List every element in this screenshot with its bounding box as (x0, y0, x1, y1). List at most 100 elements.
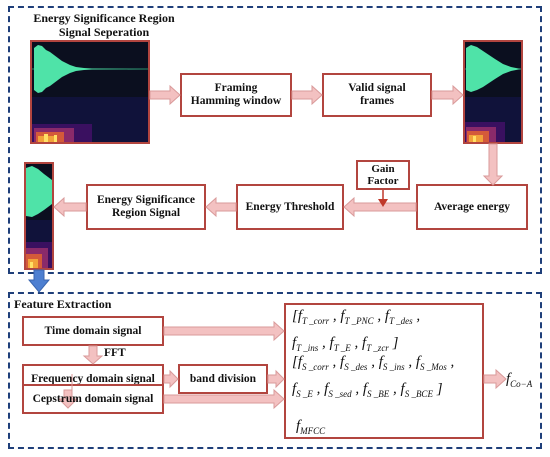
feature-separator: , (389, 381, 401, 397)
feature-separator: , (318, 335, 330, 351)
feature-symbol: [f (292, 308, 303, 324)
esr-signal-line2: Region Signal (111, 207, 181, 219)
feature-separator: , (373, 308, 385, 324)
frequency-features-line2: fS _E , fS _sed , fS _BE , fS _BCE ] (292, 378, 454, 405)
spectrogram-large (30, 40, 150, 144)
bottom-panel-title: Feature Extraction (14, 297, 112, 311)
spectrogram-medium-graphic (465, 42, 521, 142)
average-energy-label: Average energy (433, 200, 511, 213)
arrow-frequency-to-band (163, 369, 179, 389)
arrow-spec-to-framing (149, 84, 181, 106)
feature-separator: , (351, 381, 363, 397)
feature-subscript: S _E (296, 389, 313, 399)
frequency-features-line1: [fS _corr , fS _des , fS _ins , fS _Mos … (292, 351, 454, 378)
feature-subscript: T _E (333, 343, 351, 353)
feature-subscript: S _BE (367, 389, 390, 399)
arrow-time-to-features (163, 320, 285, 342)
framing-box: Framing Hamming window (180, 73, 292, 117)
time-domain-box: Time domain signal (22, 316, 164, 346)
arrow-esr-to-spec (53, 196, 87, 218)
feature-symbol: f (362, 381, 368, 397)
esr-separation-panel (8, 6, 542, 274)
framing-label-line2: Hamming window (190, 95, 282, 107)
arrow-average-to-threshold (343, 196, 417, 218)
frequency-domain-label: Frequency domain signal (31, 372, 155, 385)
feature-separator: , (329, 308, 341, 324)
output-feature: fCo−A (506, 368, 532, 395)
feature-separator: , (412, 308, 421, 324)
panel-connector-arrow (27, 269, 51, 293)
feature-subscript: T _zcr (366, 343, 389, 353)
feature-symbol: f (329, 335, 334, 351)
spectrogram-medium (463, 40, 523, 144)
average-energy-box: Average energy (416, 184, 528, 230)
band-division-label: band division (189, 372, 257, 385)
feature-subscript: T _des (389, 316, 413, 326)
time-features-line2: fT _ins , fT _E , fT _zcr ] (292, 332, 420, 359)
feature-subscript: T _PNC (344, 316, 374, 326)
cepstrum-domain-label: Cepstrum domain signal (32, 392, 154, 405)
spectrogram-large-graphic (32, 42, 148, 142)
arrow-spec-to-average (482, 143, 504, 186)
feature-separator: , (446, 354, 455, 370)
band-division-box: band division (178, 364, 268, 394)
feature-subscript: S _ins (382, 362, 405, 372)
time-domain-label: Time domain signal (44, 324, 142, 337)
feature-subscript: T _corr (302, 316, 330, 326)
feature-separator: ] (388, 335, 399, 351)
feature-vector-box (284, 303, 484, 439)
top-panel-title: Energy Significance Region Signal Sepera… (14, 11, 194, 39)
feature-symbol: f (292, 381, 297, 397)
feature-subscript: S _Mos (420, 362, 447, 372)
esr-signal-box: Energy Significance Region Signal (86, 184, 206, 230)
valid-frames-line1: Valid signal (348, 82, 406, 94)
feature-symbol: f (400, 381, 405, 397)
arrow-band-to-features (267, 369, 285, 389)
feature-symbol: f (384, 308, 390, 324)
output-subscript: Co−A (510, 379, 533, 389)
feature-separator: , (350, 335, 363, 351)
top-panel-title-line2: Signal Seperation (58, 25, 150, 39)
time-features: [fT _corr , fT _PNC , fT _des , fT _ins … (292, 305, 420, 359)
feature-extraction-panel (8, 292, 542, 449)
top-panel-title-line1: Energy Significance Region (33, 11, 175, 25)
mfcc-subscript: MFCC (300, 426, 326, 436)
mfcc-symbol: f (296, 418, 301, 434)
feature-symbol: f (415, 354, 421, 370)
mfcc-feature: fMFCC (296, 415, 325, 442)
arrow-frequency-to-cepstrum (57, 374, 79, 409)
cepstrum-domain-label-box: Cepstrum domain signal (22, 384, 164, 414)
arrow-threshold-to-esr (205, 196, 237, 218)
gain-factor-box: Gain Factor (356, 160, 410, 190)
framing-label-line1: Framing (214, 82, 258, 94)
gain-factor-line1: Gain (371, 163, 395, 175)
feature-subscript: S _BCE (404, 389, 433, 399)
feature-subscript: S _sed (328, 389, 352, 399)
energy-threshold-label: Energy Threshold (245, 200, 335, 213)
feature-symbol: [f (292, 354, 303, 370)
feature-separator: , (404, 354, 416, 370)
feature-subscript: S _corr (302, 362, 329, 372)
feature-separator: , (312, 381, 325, 397)
feature-symbol: f (362, 335, 367, 351)
valid-frames-line2: frames (360, 95, 394, 107)
feature-symbol: f (324, 381, 329, 397)
arrow-fft (82, 345, 104, 365)
arrow-framing-to-valid (291, 84, 323, 106)
feature-subscript: S _des (344, 362, 368, 372)
arrow-features-to-output (483, 368, 507, 390)
feature-separator: , (328, 354, 341, 370)
spectrogram-small-graphic (26, 164, 52, 268)
arrow-gain-head (378, 199, 388, 207)
feature-symbol: f (340, 354, 345, 370)
feature-symbol: f (378, 354, 383, 370)
esr-signal-line1: Energy Significance (96, 194, 196, 206)
valid-frames-box: Valid signal frames (322, 73, 432, 117)
gain-factor-line2: Factor (367, 175, 399, 187)
cepstrum-domain-box (22, 384, 164, 414)
feature-separator: ] (432, 381, 443, 397)
feature-symbol: f (340, 308, 345, 324)
spectrogram-small (24, 162, 54, 270)
frequency-features: [fS _corr , fS _des , fS _ins , fS _Mos … (292, 351, 454, 405)
